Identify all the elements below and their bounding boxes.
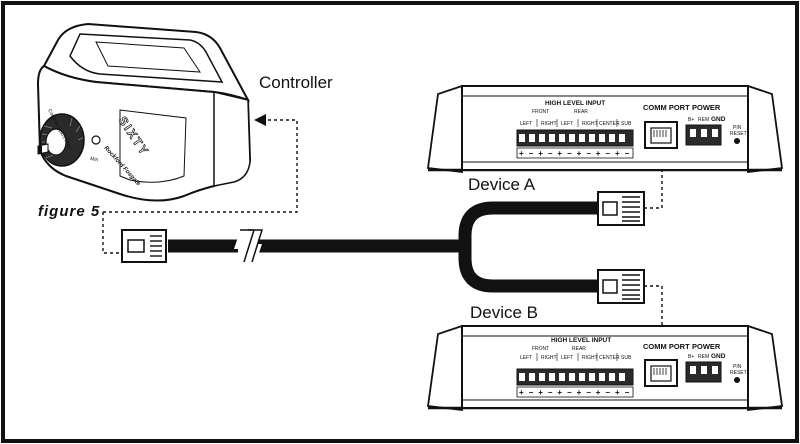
polarity-sign: − [529,149,534,158]
device-a-polarity-row: +−+−+−+−+−+− [519,149,630,158]
device-a-pin: PIN [733,125,742,131]
device-a-gnd: GND [711,116,726,123]
polarity-sign: − [586,388,591,397]
polarity-sign: + [615,149,620,158]
device-b-rem: REM [698,354,709,360]
device-b-front: FRONT [532,346,549,352]
device-a-label: Device A [468,175,536,194]
controller-label: Controller [259,73,333,92]
device-a-rem: REM [698,117,709,123]
device-a-reset-button [734,138,740,144]
device-b-left-1: LEFT [520,355,532,361]
polarity-sign: + [596,149,601,158]
device-b-power-label: POWER [692,342,721,351]
device-b-right-2: RIGHT [582,355,598,361]
device-a-amplifier: HIGH LEVEL INPUT FRONT REAR LEFT RIGHT L… [426,84,784,174]
device-b-amplifier: HIGH LEVEL INPUT FRONT REAR LEFT RIGHT L… [426,324,784,412]
polarity-sign: + [557,149,562,158]
device-a-front: FRONT [532,109,549,115]
polarity-sign: − [586,149,591,158]
device-a-left-1: LEFT [520,121,532,127]
device-b-label: Device B [470,303,538,322]
polarity-sign: + [519,149,524,158]
figure-label: figure 5 [38,203,100,220]
polarity-sign: − [548,388,553,397]
polarity-sign: + [596,388,601,397]
polarity-sign: − [529,388,534,397]
device-a-comm-port [644,121,678,149]
polarity-sign: + [538,149,543,158]
polarity-sign: − [605,149,610,158]
device-b-sub: SUB [621,355,632,361]
rj-connector-device-a [597,191,645,226]
device-a-power-label: POWER [692,103,721,112]
device-b-right-1: RIGHT [541,355,557,361]
cable [168,201,600,293]
device-b-gnd: GND [711,353,726,360]
rj-connector-controller [121,229,167,263]
device-b-reset-button [734,377,740,383]
device-b-reset: RESET [730,370,747,376]
polarity-sign: + [538,388,543,397]
polarity-sign: + [615,388,620,397]
polarity-sign: − [625,388,630,397]
controller-knob: Controls Spkrs Filter Min SIXTY Rockford… [36,22,252,202]
device-a-right-1: RIGHT [541,121,557,127]
device-b-bplus: B+ [688,354,694,360]
knob-min-label: Min [90,156,99,163]
device-b-comm-label: COMM PORT [643,342,690,351]
device-a-comm-label: COMM PORT [643,103,690,112]
device-b-comm-port [644,359,678,387]
device-a-reset: RESET [730,131,747,137]
device-a-center: CENTER [599,121,620,127]
device-b-polarity-row: +−+−+−+−+−+− [519,388,630,397]
device-a-left-2: LEFT [561,121,573,127]
polarity-sign: + [577,149,582,158]
device-a-rear: REAR [574,109,588,115]
polarity-sign: − [548,149,553,158]
polarity-sign: − [605,388,610,397]
polarity-sign: + [577,388,582,397]
device-a-hl-title: HIGH LEVEL INPUT [545,100,605,107]
polarity-sign: + [557,388,562,397]
device-b-hl-title: HIGH LEVEL INPUT [551,337,611,344]
device-b-left-2: LEFT [561,355,573,361]
cable-break [234,229,264,263]
device-b-pin: PIN [733,364,742,370]
polarity-sign: − [625,149,630,158]
polarity-sign: − [567,149,572,158]
device-b-rear: REAR [572,346,586,352]
controller-link-line [102,119,298,254]
polarity-sign: + [519,388,524,397]
device-a-right-2: RIGHT [582,121,598,127]
device-b-center: CENTER [599,355,620,361]
controller-link-arrow [254,114,266,126]
polarity-sign: − [567,388,572,397]
rj-connector-device-b [597,269,645,304]
link-line-device-a [644,140,663,209]
device-a-bplus: B+ [688,117,694,123]
device-a-sub: SUB [621,121,632,127]
